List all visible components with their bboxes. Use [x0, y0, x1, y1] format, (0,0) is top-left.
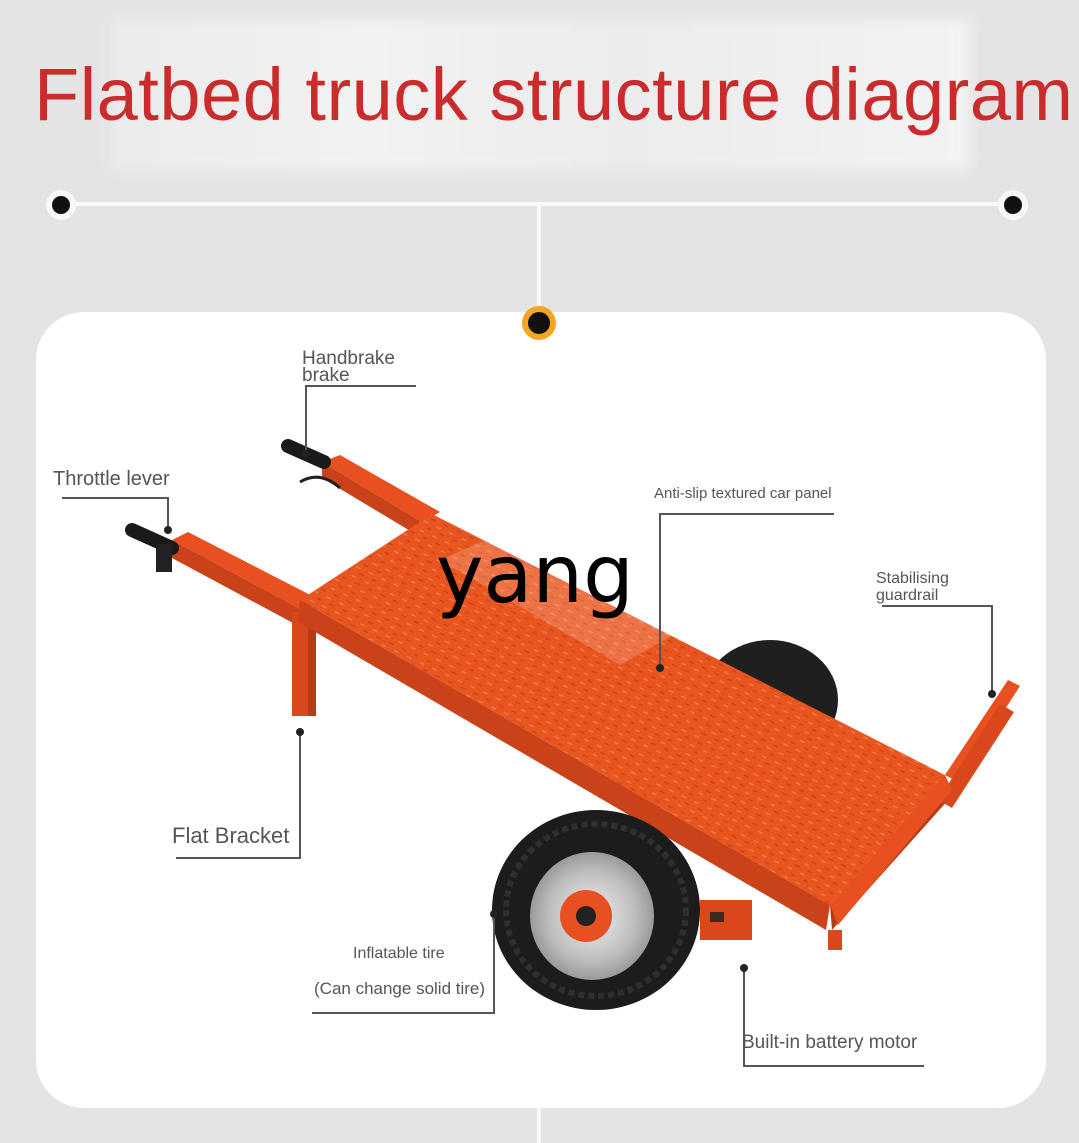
- left-handle-rail: [172, 532, 320, 630]
- connector-stem: [537, 206, 541, 318]
- diagram-title: Flatbed truck structure diagram: [34, 53, 1074, 136]
- label-handbrake-line1: Handbrake: [302, 348, 395, 369]
- divider-left-dot: [46, 190, 76, 220]
- watermark-text: yang: [436, 528, 634, 621]
- label-battery-motor: Built-in battery motor: [742, 1032, 918, 1053]
- label-handbrake: Handbrake brake: [302, 348, 395, 386]
- label-handbrake-line2: brake: [302, 365, 350, 386]
- label-guardrail-line1: Stabilising: [876, 570, 949, 587]
- connector-stem-bottom: [537, 1108, 541, 1143]
- label-tire-note: (Can change solid tire): [314, 979, 486, 998]
- battery-motor-box: [700, 900, 752, 940]
- label-anti-slip-panel: Anti-slip textured car panel: [654, 485, 832, 502]
- callout-dots: [164, 450, 996, 972]
- connector-node: [522, 306, 556, 340]
- label-guardrail-line2: guardrail: [876, 587, 939, 604]
- label-stabilising-guardrail: Stabilising guardrail: [876, 570, 949, 604]
- label-flat-bracket: Flat Bracket: [172, 823, 290, 848]
- throttle-grip: [125, 523, 179, 572]
- divider-right-dot: [998, 190, 1028, 220]
- right-handle-rail: [322, 455, 440, 538]
- header-divider-line: [64, 202, 1016, 206]
- blurred-background-banner: [110, 20, 970, 170]
- label-throttle-lever: Throttle lever: [53, 468, 170, 490]
- front-wheel: [492, 810, 700, 1010]
- flat-bracket-leg: [292, 612, 316, 716]
- callout-lines: [62, 385, 993, 1067]
- stabilising-guardrail: [828, 680, 1020, 950]
- label-inflatable-tire: Inflatable tire: [353, 945, 445, 962]
